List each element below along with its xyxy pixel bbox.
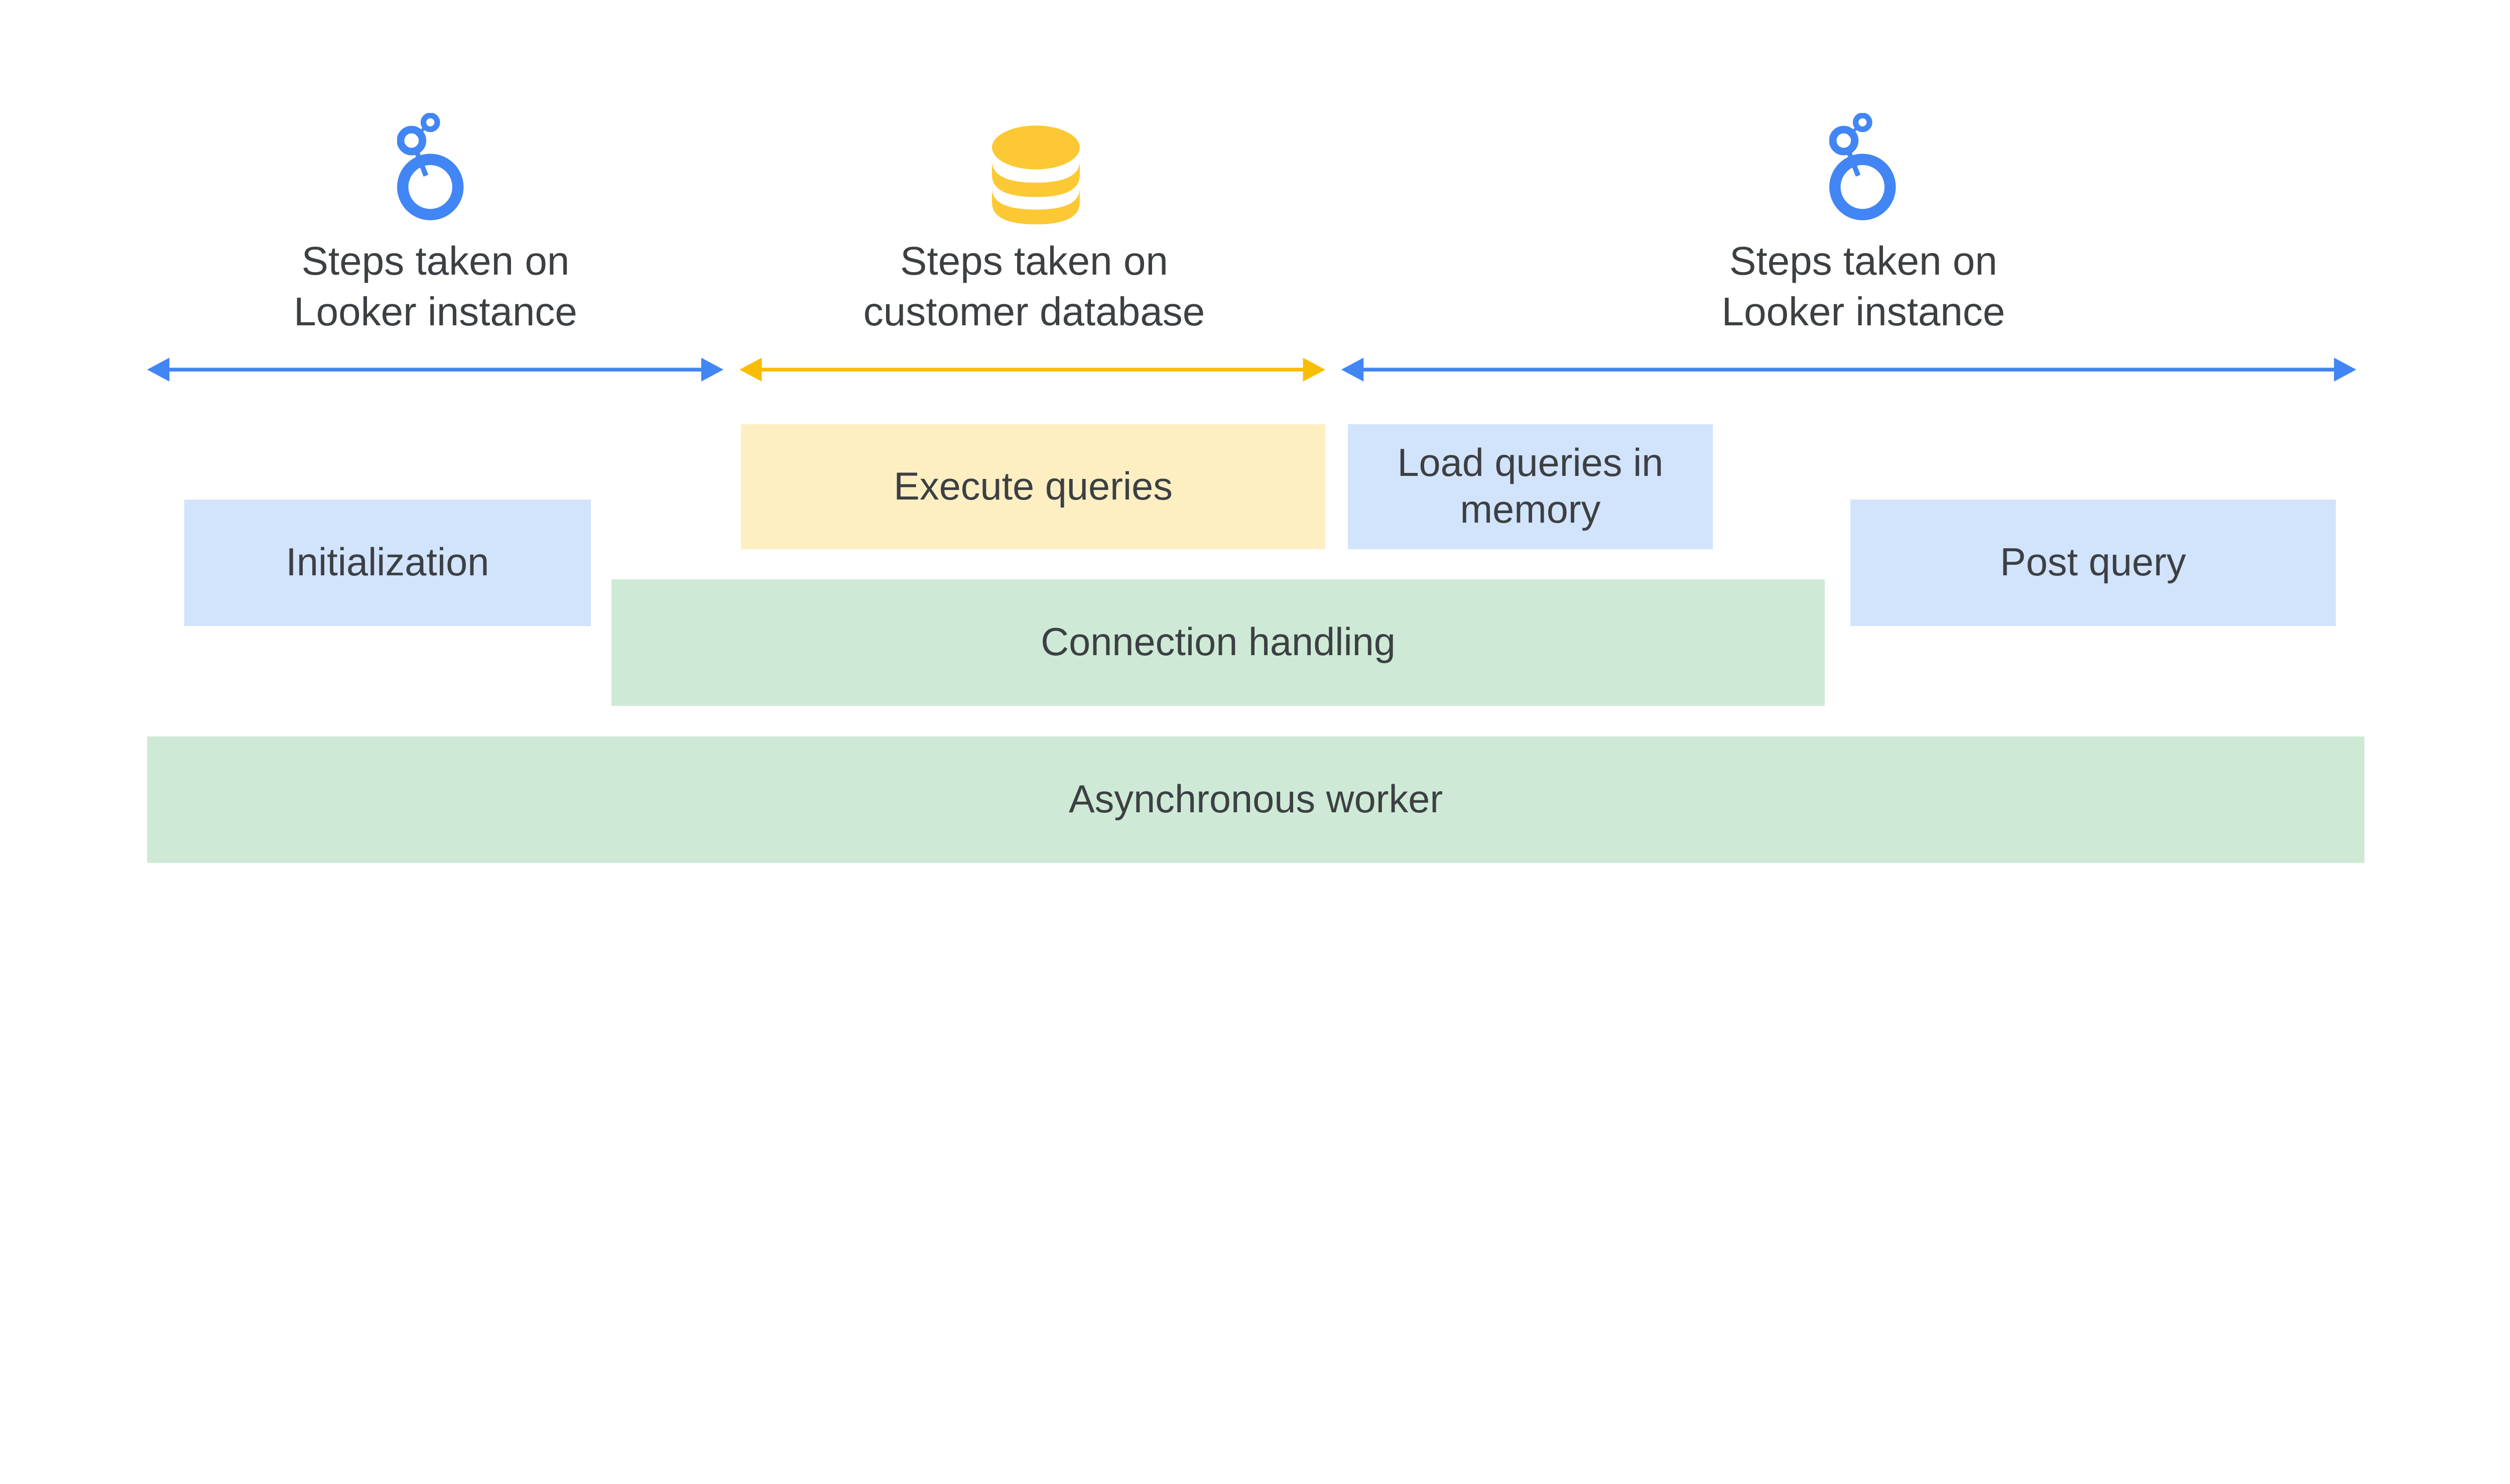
section-heading-looker-right: Steps taken on Looker instance <box>1612 235 2114 337</box>
double-arrow-database <box>739 357 1325 382</box>
post-query-box: Post query <box>1850 500 2336 626</box>
load-queries-box: Load queries in memory <box>1348 424 1713 549</box>
box-label: Connection handling <box>1041 621 1396 664</box>
box-label: Execute queries <box>894 464 1173 508</box>
looker-logo-icon <box>1829 113 1896 220</box>
heading-line: Steps taken on <box>301 238 570 283</box>
box-label: Load queries in <box>1397 441 1664 484</box>
heading-line: customer database <box>863 289 1205 334</box>
database-icon <box>992 126 1080 224</box>
section-heading-database: Steps taken on customer database <box>783 235 1285 337</box>
double-arrow-looker-left <box>147 357 724 382</box>
box-label: memory <box>1460 488 1601 532</box>
box-label: Post query <box>2000 541 2186 584</box>
execute-queries-box: Execute queries <box>741 424 1325 549</box>
arrows-layer <box>147 357 2356 382</box>
heading-line: Looker instance <box>1721 289 2005 334</box>
asynchronous-worker-box: Asynchronous worker <box>147 736 2364 863</box>
heading-line: Looker instance <box>294 289 577 334</box>
heading-line: Steps taken on <box>900 238 1168 283</box>
double-arrow-looker-right <box>1341 357 2356 382</box>
initialization-box: Initialization <box>184 500 591 626</box>
connection-handling-box: Connection handling <box>611 579 1825 706</box>
box-label: Initialization <box>286 541 489 584</box>
box-label: Asynchronous worker <box>1068 777 1443 821</box>
section-heading-looker-left: Steps taken on Looker instance <box>185 235 687 337</box>
looker-logo-icon <box>397 113 464 220</box>
heading-line: Steps taken on <box>1729 238 1997 283</box>
